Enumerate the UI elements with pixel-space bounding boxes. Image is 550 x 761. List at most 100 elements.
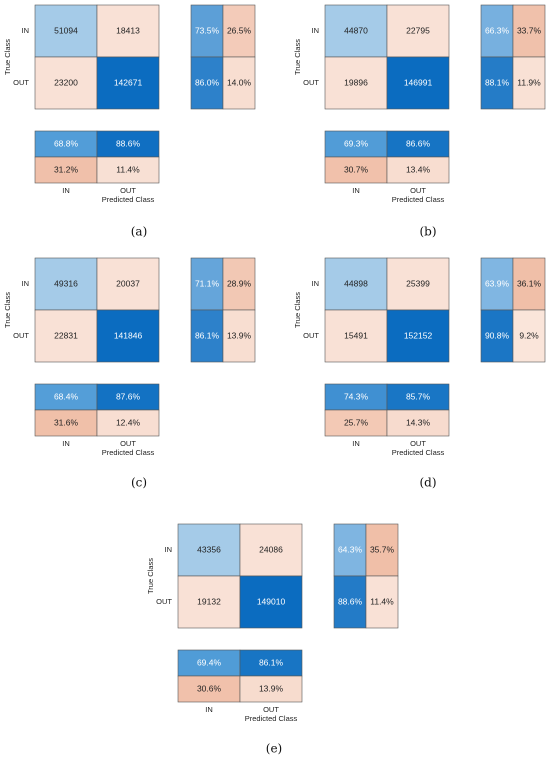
col-summary-value: 13.9% [259, 683, 284, 693]
row-summary-value: 63.9% [485, 278, 510, 288]
col-summary-value: 69.4% [197, 657, 222, 667]
matrix-cell [386, 309, 450, 363]
col-tick-label: OUT [120, 439, 136, 448]
row-summary-value: 9.2% [519, 330, 539, 340]
col-tick-label: IN [205, 705, 213, 714]
col-summary-cell [386, 156, 450, 184]
row-summary-cell [222, 4, 256, 58]
x-axis-label: Predicted Class [245, 714, 298, 723]
col-summary-cell [239, 675, 303, 703]
matrix-cell [386, 56, 450, 110]
y-axis-label: True Class [3, 292, 12, 328]
matrix-cell [34, 4, 98, 58]
col-summary-cell [324, 156, 388, 184]
row-tick-label: IN [22, 26, 30, 35]
col-summary-cell [386, 409, 450, 437]
matrix-cell-value: 24086 [259, 544, 283, 554]
col-summary-cell [96, 130, 160, 158]
matrix-cell [324, 257, 388, 311]
col-summary-cell [324, 383, 388, 411]
matrix-cell-value: 19132 [197, 596, 221, 606]
matrix-cell-value: 22795 [406, 25, 430, 35]
col-summary-value: 12.4% [116, 417, 141, 427]
matrix-cell [96, 4, 160, 58]
col-summary-cell [96, 156, 160, 184]
panel-caption: (e) [266, 742, 282, 756]
matrix-cell [386, 257, 450, 311]
row-summary-cell [365, 575, 399, 629]
col-summary-value: 86.6% [406, 138, 431, 148]
col-summary-value: 31.6% [54, 417, 79, 427]
y-axis-label: True Class [146, 558, 155, 594]
row-summary-value: 88.6% [338, 596, 363, 606]
col-summary-cell [324, 409, 388, 437]
matrix-cell-value: 142671 [114, 77, 143, 87]
col-tick-label: IN [352, 186, 360, 195]
col-summary-value: 25.7% [344, 417, 369, 427]
row-summary-cell [480, 56, 514, 110]
matrix-cell [239, 523, 303, 577]
col-summary-value: 69.3% [344, 138, 369, 148]
col-tick-label: OUT [410, 186, 426, 195]
row-summary-cell [333, 575, 367, 629]
matrix-cell-value: 43356 [197, 544, 221, 554]
matrix-cell-value: 18413 [116, 25, 140, 35]
col-tick-label: OUT [410, 439, 426, 448]
row-summary-value: 64.3% [338, 544, 363, 554]
panel-caption: (a) [131, 225, 148, 239]
matrix-cell-value: 20037 [116, 278, 140, 288]
matrix-cell [324, 309, 388, 363]
row-summary-cell [222, 257, 256, 311]
row-summary-value: 71.1% [195, 278, 220, 288]
col-summary-value: 11.4% [116, 164, 140, 174]
col-tick-label: OUT [263, 705, 279, 714]
x-axis-label: Predicted Class [102, 448, 155, 457]
col-summary-value: 88.6% [116, 138, 141, 148]
row-summary-value: 13.9% [227, 330, 252, 340]
x-axis-label: Predicted Class [392, 195, 445, 204]
y-axis-label: True Class [3, 39, 12, 75]
col-summary-value: 68.8% [54, 138, 79, 148]
row-summary-cell [512, 4, 546, 58]
matrix-cell-value: 146991 [404, 77, 433, 87]
matrix-cell [96, 257, 160, 311]
matrix-cell [177, 575, 241, 629]
col-summary-cell [324, 130, 388, 158]
col-summary-value: 68.4% [54, 391, 79, 401]
panel-caption: (d) [419, 476, 436, 490]
matrix-cell-value: 141846 [114, 330, 143, 340]
matrix-cell [324, 4, 388, 58]
row-summary-value: 66.3% [485, 25, 510, 35]
panel-caption: (b) [419, 225, 436, 239]
row-summary-cell [480, 4, 514, 58]
row-summary-value: 73.5% [195, 25, 220, 35]
col-summary-value: 30.7% [344, 164, 369, 174]
row-summary-cell [190, 257, 224, 311]
matrix-cell [96, 56, 160, 110]
matrix-cell [34, 309, 98, 363]
row-tick-label: OUT [303, 78, 319, 87]
matrix-cell [96, 309, 160, 363]
col-tick-label: IN [62, 439, 70, 448]
row-tick-label: IN [312, 279, 320, 288]
matrix-cell-value: 152152 [404, 330, 433, 340]
row-summary-cell [333, 523, 367, 577]
row-summary-value: 86.0% [195, 77, 220, 87]
col-tick-label: IN [352, 439, 360, 448]
row-summary-value: 35.7% [370, 544, 395, 554]
matrix-cell-value: 49316 [54, 278, 78, 288]
row-summary-cell [190, 309, 224, 363]
row-summary-value: 86.1% [195, 330, 220, 340]
row-summary-value: 11.4% [370, 596, 394, 606]
col-summary-value: 74.3% [344, 391, 369, 401]
x-axis-label: Predicted Class [392, 448, 445, 457]
col-tick-label: OUT [120, 186, 136, 195]
matrix-cell-value: 44870 [344, 25, 368, 35]
panel-caption: (c) [131, 476, 147, 490]
y-axis-label: True Class [293, 292, 302, 328]
col-summary-value: 86.1% [259, 657, 284, 667]
